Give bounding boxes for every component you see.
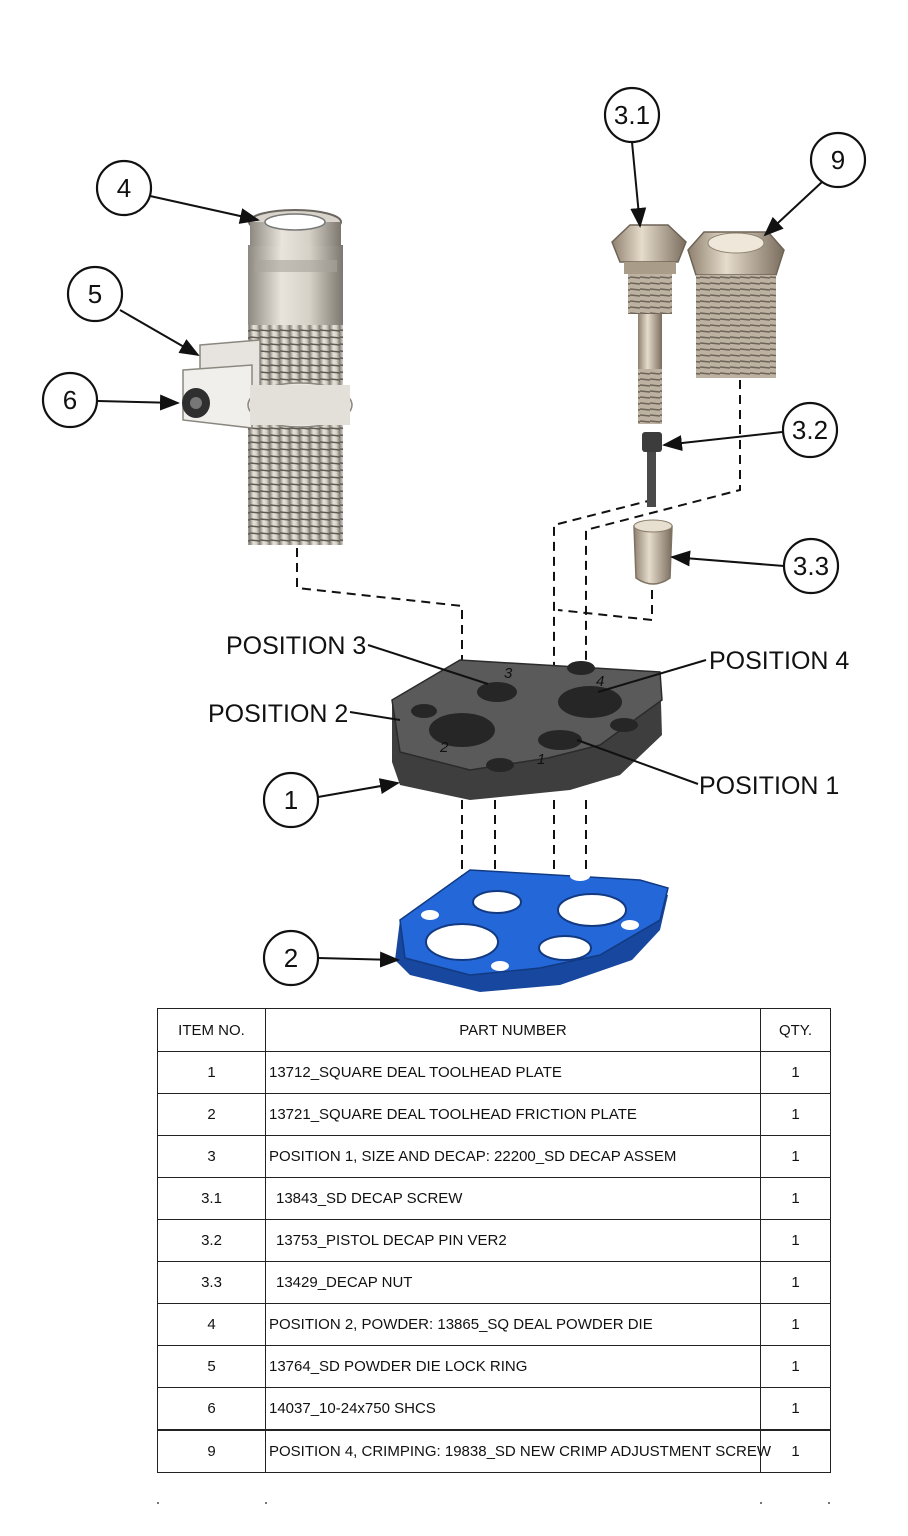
table-row: 6 14037_10-24x750 SHCS 1: [157, 1387, 831, 1431]
part-number-cell: POSITION 1, SIZE AND DECAP: 22200_SD DEC…: [265, 1135, 761, 1178]
qty-cell: 1: [760, 1429, 831, 1473]
position-2-label: POSITION 2: [208, 700, 348, 728]
footer-tick: [157, 1502, 159, 1504]
qty-cell: 1: [760, 1177, 831, 1220]
balloon-item-4: 4: [95, 159, 153, 217]
powder-die-part: [248, 209, 343, 545]
part-number-cell: 13753_PISTOL DECAP PIN VER2: [265, 1219, 761, 1262]
part-number-cell: POSITION 2, POWDER: 13865_SQ DEAL POWDER…: [265, 1303, 761, 1346]
item-no-cell: 3: [157, 1135, 266, 1178]
footer-tick: [760, 1502, 762, 1504]
qty-cell: 1: [760, 1219, 831, 1262]
table-row: 3.3 13429_DECAP NUT 1: [157, 1261, 831, 1304]
part-number-cell: 13764_SD POWDER DIE LOCK RING: [265, 1345, 761, 1388]
balloon-item-3-1: 3.1: [603, 86, 661, 144]
decap-nut-part: [633, 519, 673, 585]
table-row: 3.2 13753_PISTOL DECAP PIN VER2 1: [157, 1219, 831, 1262]
qty-cell: 1: [760, 1345, 831, 1388]
item-no-cell: 3.2: [157, 1219, 266, 1262]
balloon-item-1: 1: [262, 771, 320, 829]
svg-text:1: 1: [284, 785, 298, 815]
svg-text:9: 9: [831, 145, 845, 175]
balloon-item-5: 5: [66, 265, 124, 323]
part-number-cell: 13429_DECAP NUT: [265, 1261, 761, 1304]
bill-of-materials-table: ITEM NO. PART NUMBER QTY. 1 13712_SQUARE…: [157, 1008, 831, 1473]
friction-plate-part: [395, 869, 669, 992]
item-no-cell: 2: [157, 1093, 266, 1136]
part-number-cell: POSITION 4, CRIMPING: 19838_SD NEW CRIMP…: [265, 1429, 771, 1473]
table-row: 1 13712_SQUARE DEAL TOOLHEAD PLATE 1: [157, 1051, 831, 1094]
item-no-header: ITEM NO.: [157, 1008, 266, 1052]
qty-cell: 1: [760, 1387, 831, 1431]
part-number-cell: 13843_SD DECAP SCREW: [265, 1177, 761, 1220]
table-row: 5 13764_SD POWDER DIE LOCK RING 1: [157, 1345, 831, 1388]
toolhead-plate-part: 3 4 2 1: [391, 659, 663, 800]
decap-pin-part: [642, 432, 662, 507]
svg-text:5: 5: [88, 279, 102, 309]
position-1-label: POSITION 1: [699, 772, 839, 800]
qty-cell: 1: [760, 1261, 831, 1304]
svg-text:2: 2: [284, 943, 298, 973]
crimp-screw-part: [687, 231, 785, 378]
table-row: 4 POSITION 2, POWDER: 13865_SQ DEAL POWD…: [157, 1303, 831, 1346]
part-number-cell: 13721_SQUARE DEAL TOOLHEAD FRICTION PLAT…: [265, 1093, 761, 1136]
balloon-item-3-3: 3.3: [782, 537, 840, 595]
lock-ring-part: [182, 339, 353, 429]
footer-tick: [828, 1502, 830, 1504]
item-no-cell: 5: [157, 1345, 266, 1388]
qty-cell: 1: [760, 1051, 831, 1094]
part-number-cell: 13712_SQUARE DEAL TOOLHEAD PLATE: [265, 1051, 761, 1094]
item-no-cell: 9: [157, 1429, 266, 1473]
item-no-cell: 1: [157, 1051, 266, 1094]
plate-number-4: 4: [596, 673, 604, 690]
table-header-row: ITEM NO. PART NUMBER QTY.: [157, 1008, 831, 1052]
item-no-cell: 4: [157, 1303, 266, 1346]
svg-text:3.1: 3.1: [614, 100, 650, 130]
balloon-item-2: 2: [262, 929, 320, 987]
svg-text:6: 6: [63, 385, 77, 415]
balloon-item-9: 9: [809, 131, 867, 189]
qty-cell: 1: [760, 1135, 831, 1178]
item-no-cell: 6: [157, 1387, 266, 1431]
balloon-item-3-2: 3.2: [781, 401, 839, 459]
table-row: 3.1 13843_SD DECAP SCREW 1: [157, 1177, 831, 1220]
item-no-cell: 3.1: [157, 1177, 266, 1220]
svg-text:3.3: 3.3: [793, 551, 829, 581]
plate-number-2: 2: [439, 739, 449, 756]
plate-number-3: 3: [504, 665, 513, 682]
part-number-cell: 14037_10-24x750 SHCS: [265, 1387, 761, 1431]
svg-text:4: 4: [117, 173, 131, 203]
table-row: 2 13721_SQUARE DEAL TOOLHEAD FRICTION PL…: [157, 1093, 831, 1136]
position-3-label: POSITION 3: [226, 632, 366, 660]
qty-cell: 1: [760, 1303, 831, 1346]
plate-number-1: 1: [537, 751, 545, 768]
svg-text:3.2: 3.2: [792, 415, 828, 445]
leader-lines: [97, 141, 823, 968]
balloon-item-6: 6: [41, 371, 99, 429]
item-balloons: 4 5 6 3.1 9 3.2 3.3 1: [41, 86, 867, 987]
item-no-cell: 3.3: [157, 1261, 266, 1304]
decap-screw-part: [611, 224, 687, 424]
part-number-header: PART NUMBER: [265, 1008, 761, 1052]
position-4-label: POSITION 4: [709, 647, 849, 675]
footer-tick: [265, 1502, 267, 1504]
exploded-assembly-diagram: 3 4 2 1 4: [41, 86, 867, 992]
table-row: 3 POSITION 1, SIZE AND DECAP: 22200_SD D…: [157, 1135, 831, 1178]
qty-header: QTY.: [760, 1008, 831, 1052]
qty-cell: 1: [760, 1093, 831, 1136]
table-row: 9 POSITION 4, CRIMPING: 19838_SD NEW CRI…: [157, 1429, 831, 1473]
